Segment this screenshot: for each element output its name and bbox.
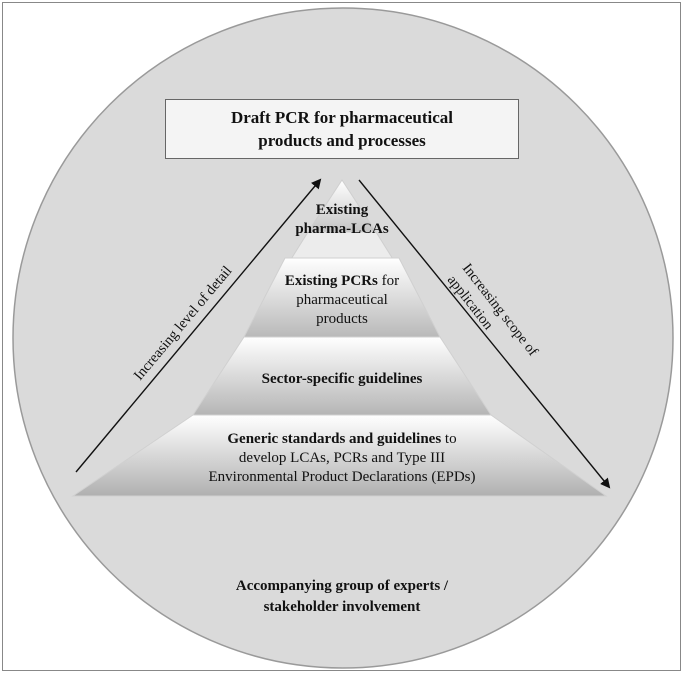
layer-base-line1: Generic standards and guidelines to: [142, 430, 542, 449]
layer-base-line3: Environmental Product Declarations (EPDs…: [208, 469, 476, 485]
layer-top-line1: Existing: [315, 202, 369, 218]
layer-third-text: Sector-specific guidelines: [192, 370, 492, 389]
title-line1: Draft PCR for pharmaceutical: [230, 108, 454, 127]
layer-top-line2: pharma-LCAs: [295, 221, 389, 237]
layer-third-line1: Sector-specific guidelines: [261, 371, 423, 387]
footer-note: Accompanying group of experts / stakehol…: [142, 576, 542, 618]
layer-second-text: Existing PCRs for pharmaceutical product…: [232, 272, 452, 329]
layer-base-text: Generic standards and guidelines to deve…: [142, 430, 542, 487]
layer-top-text: Existing pharma-LCAs: [282, 201, 402, 239]
layer-second-line2: pharmaceutical: [296, 292, 388, 308]
layer-base-rest: to: [441, 431, 457, 447]
layer-second-rest: for: [377, 273, 400, 289]
left-arrow: [75, 178, 322, 473]
layer-second-bold: Existing PCRs: [284, 273, 378, 289]
pyramid-layer-base: [71, 414, 608, 497]
layer-base-bold: Generic standards and guidelines: [227, 431, 442, 447]
footer-line2: stakeholder involvement: [263, 599, 421, 615]
title-box: Draft PCR for pharmaceutical products an…: [165, 99, 519, 159]
layer-second-line3: products: [316, 311, 368, 327]
footer-line1: Accompanying group of experts /: [235, 578, 449, 594]
layer-second-line1: Existing PCRs for: [232, 272, 452, 291]
right-arrow: [358, 179, 611, 489]
layer-base-line2: develop LCAs, PCRs and Type III: [238, 450, 446, 466]
title-line2: products and processes: [258, 131, 426, 150]
